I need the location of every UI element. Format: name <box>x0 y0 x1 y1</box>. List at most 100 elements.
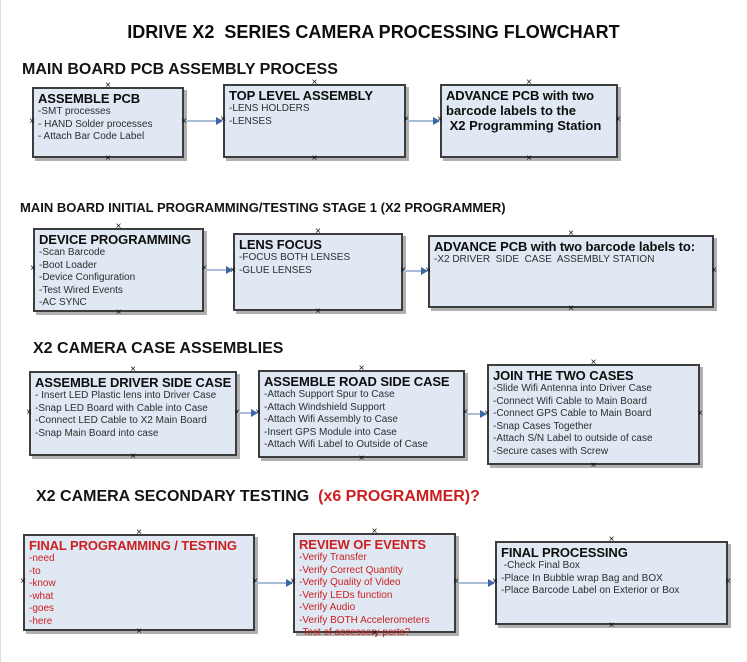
box-line: -Attach Wifi Label to Outside of Case <box>264 439 428 450</box>
connection-handle-icon[interactable] <box>314 308 322 316</box>
flow-arrow[interactable] <box>404 267 428 275</box>
flow-arrow[interactable] <box>256 579 293 587</box>
connection-handle-icon[interactable] <box>590 359 598 367</box>
box-line: -Secure cases with Screw <box>493 445 609 457</box>
connection-handle-icon[interactable] <box>371 630 379 638</box>
box-assemble-driver-side-case[interactable]: ASSEMBLE DRIVER SIDE CASE - Insert LED P… <box>29 371 237 456</box>
box-title: ASSEMBLE ROAD SIDE CASE <box>264 374 450 389</box>
box-title: LENS FOCUS <box>239 237 322 252</box>
connection-handle-icon[interactable] <box>567 305 575 313</box>
section-heading-pcb-assembly: MAIN BOARD PCB ASSEMBLY PROCESS <box>22 61 338 78</box>
box-line: barcode labels to the <box>446 103 577 118</box>
box-title: ADVANCE PCB with two <box>446 88 594 103</box>
flow-arrow[interactable] <box>186 117 223 125</box>
connection-handle-icon[interactable] <box>608 536 616 544</box>
connection-handle-icon[interactable] <box>567 230 575 238</box>
box-line: -Verify BOTH Accelerometers <box>299 614 430 626</box>
box-device-programming[interactable]: DEVICE PROGRAMMING -Scan Barcode -Boot L… <box>33 228 204 312</box>
box-line: -LENS HOLDERS <box>229 103 310 114</box>
box-assemble-road-side-case[interactable]: ASSEMBLE ROAD SIDE CASE -Attach Support … <box>258 370 465 458</box>
connection-handle-icon[interactable] <box>358 365 366 373</box>
flow-arrow[interactable] <box>407 117 440 125</box>
box-line: X2 Programming Station <box>446 118 602 133</box>
connection-handle-icon[interactable] <box>135 628 143 636</box>
flow-arrow[interactable] <box>458 579 495 587</box>
box-line: -Verify Quality of Video <box>299 577 401 588</box>
box-title: ASSEMBLE PCB <box>38 91 141 106</box>
box-line: -Attach Windshield Support <box>264 401 386 413</box>
flow-arrow[interactable] <box>466 410 487 418</box>
connection-handle-icon[interactable] <box>25 409 33 417</box>
connection-handle-icon[interactable] <box>608 622 616 630</box>
connection-handle-icon[interactable] <box>129 366 137 374</box>
box-line: -need <box>29 553 55 564</box>
connection-handle-icon[interactable] <box>358 455 366 463</box>
box-join-the-two-cases[interactable]: JOIN THE TWO CASES -Slide Wifi Antenna i… <box>487 364 700 465</box>
heading-black-part: X2 CAMERA SECONDARY TESTING <box>36 488 310 505</box>
connection-handle-icon[interactable] <box>696 410 704 418</box>
connection-handle-icon[interactable] <box>724 578 732 586</box>
box-line: -GLUE LENSES <box>239 264 312 276</box>
box-title: JOIN THE TWO CASES <box>493 368 634 383</box>
box-title: REVIEW OF EVENTS <box>299 537 426 552</box>
box-title: DEVICE PROGRAMMING <box>39 232 192 247</box>
page-edge-line <box>0 0 1 662</box>
flow-arrow[interactable] <box>238 409 258 417</box>
connection-handle-icon[interactable] <box>371 528 379 536</box>
box-line: -Connect LED Cable to X2 Main Board <box>35 415 207 426</box>
box-line: -Device Configuration <box>39 272 136 283</box>
connection-handle-icon[interactable] <box>710 267 718 275</box>
box-line: -Boot Loader <box>39 259 97 271</box>
box-line: -Snap Cases Together <box>493 420 593 432</box>
box-line: -to <box>29 565 41 577</box>
box-final-processing[interactable]: FINAL PROCESSING -Check Final Box -Place… <box>495 541 728 625</box>
connection-handle-icon[interactable] <box>104 155 112 163</box>
connection-handle-icon[interactable] <box>525 79 533 87</box>
box-line: -LENSES <box>229 115 272 127</box>
section-heading-case-assemblies: X2 CAMERA CASE ASSEMBLIES <box>33 340 284 357</box>
box-line: -SMT processes <box>38 106 111 117</box>
box-assemble-pcb[interactable]: ASSEMBLE PCB -SMT processes - HAND Solde… <box>32 87 184 158</box>
box-title: TOP LEVEL ASSEMBLY <box>229 88 373 103</box>
box-line: -Snap Main Board into case <box>35 427 159 439</box>
box-advance-pcb-driver-side-station[interactable]: ADVANCE PCB with two barcode labels to: … <box>428 235 714 308</box>
connection-handle-icon[interactable] <box>19 578 27 586</box>
connection-handle-icon[interactable] <box>525 155 533 163</box>
box-line: -Attach S/N Label to outside of case <box>493 433 653 444</box>
box-title: ADVANCE PCB with two barcode labels to: <box>434 239 695 254</box>
box-review-of-events[interactable]: REVIEW OF EVENTS -Verify Transfer -Verif… <box>293 533 456 638</box>
box-top-level-assembly[interactable]: TOP LEVEL ASSEMBLY -LENS HOLDERS -LENSES <box>223 84 406 158</box>
connection-handle-icon[interactable] <box>311 155 319 163</box>
connection-handle-icon[interactable] <box>28 118 36 126</box>
connection-handle-icon[interactable] <box>115 309 123 317</box>
box-line: -X2 DRIVER SIDE CASE ASSEMBLY STATION <box>434 254 655 265</box>
box-line: - Insert LED Plastic lens into Driver Ca… <box>35 390 217 401</box>
box-line: -Place In Bubble wrap Bag and BOX <box>501 572 663 584</box>
box-line: -Verify LEDs function <box>299 589 393 601</box>
box-title: FINAL PROCESSING <box>501 545 628 560</box>
connection-handle-icon[interactable] <box>104 82 112 90</box>
box-lens-focus[interactable]: LENS FOCUS -FOCUS BOTH LENSES -GLUE LENS… <box>233 233 403 311</box>
box-line: -Connect Wifi Cable to Main Board <box>493 395 647 407</box>
connection-handle-icon[interactable] <box>590 462 598 470</box>
box-line: -what <box>29 590 54 602</box>
box-line: -Insert GPS Module into Case <box>264 426 397 438</box>
page-title: IDRIVE X2 SERIES CAMERA PROCESSING FLOWC… <box>127 22 620 42</box>
connection-handle-icon[interactable] <box>614 116 622 124</box>
connection-handle-icon[interactable] <box>314 228 322 236</box>
connection-handle-icon[interactable] <box>29 265 37 273</box>
connection-handle-icon[interactable] <box>129 453 137 461</box>
section-heading-secondary-testing: X2 CAMERA SECONDARY TESTING (x6 PROGRAMM… <box>36 488 480 506</box>
connection-handle-icon[interactable] <box>115 223 123 231</box>
box-title: FINAL PROGRAMMING / TESTING <box>29 538 237 553</box>
box-line: -Attach Support Spur to Case <box>264 389 395 400</box>
connection-handle-icon[interactable] <box>311 79 319 87</box>
box-line: - Attach Bar Code Label <box>38 131 145 142</box>
connection-handle-icon[interactable] <box>135 529 143 537</box>
box-advance-pcb-programming-station[interactable]: ADVANCE PCB with two barcode labels to t… <box>440 84 618 158</box>
box-final-programming-testing[interactable]: FINAL PROGRAMMING / TESTING -need -to -k… <box>23 534 255 631</box>
heading-red-part: (x6 PROGRAMMER)? <box>309 488 480 505</box>
box-title: ASSEMBLE DRIVER SIDE CASE <box>35 375 232 390</box>
box-line: -here <box>29 615 53 627</box>
flow-arrow[interactable] <box>205 266 233 274</box>
